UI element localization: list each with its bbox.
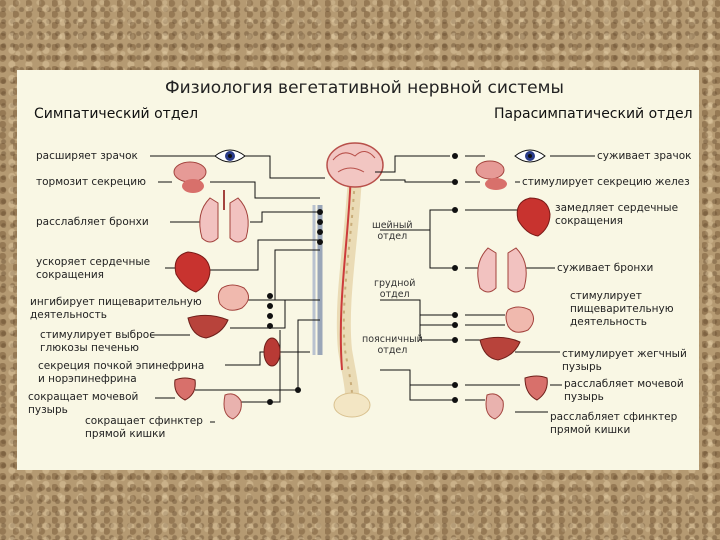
parasympathetic-effect: стимулирует жегчный пузырь [562, 348, 687, 373]
sympathetic-effect: стимулирует выброс глюкозы печенью [40, 329, 155, 354]
heart-icon [516, 197, 551, 237]
parasympathetic-effect: расслабляет мочевой пузырь [564, 378, 684, 403]
parasympathetic-effect: суживает зрачок [597, 150, 692, 162]
heart-icon [174, 251, 211, 293]
sympathetic-effect: сокращает сфинктер прямой кишки [85, 415, 203, 440]
sympathetic-effect: сокращает мочевой пузырь [28, 391, 139, 416]
sympathetic-heading: Симпатический отдел [34, 106, 199, 122]
sympathetic-effect: расслабляет бронхи [36, 216, 149, 228]
brain-icon [326, 142, 384, 188]
eye-icon [514, 149, 546, 163]
lungs-icon [477, 247, 527, 293]
spine-region-label: грудной отдел [374, 278, 416, 300]
lungs-icon [199, 190, 249, 243]
stomach-icon [505, 306, 534, 333]
parasympathetic-effect: расслабляет сфинктер прямой кишки [550, 411, 678, 436]
eye-icon [214, 149, 246, 163]
sympathetic-effect: ингибирует пищеварительную деятельность [30, 296, 202, 321]
sympathetic-chain [312, 205, 323, 355]
kidney-icon [263, 337, 281, 367]
spine-region-label: поясничный отдел [362, 334, 423, 356]
salivary-gland-icon [475, 160, 507, 190]
sympathetic-effect: расширяет зрачок [36, 150, 138, 162]
spinal-cord-icon [333, 169, 371, 418]
sympathetic-effect: секреция почкой эпинефрина и норэпинефри… [38, 360, 205, 385]
rectum-icon [223, 393, 242, 420]
sympathetic-effect: тормозит секрецию [36, 176, 146, 188]
liver-icon [479, 336, 521, 361]
bladder-icon [524, 375, 548, 401]
liver-icon [187, 314, 229, 339]
parasympathetic-heading: Парасимпатический отдел [494, 106, 693, 122]
parasympathetic-effect: замедляет сердечные сокращения [555, 202, 679, 227]
parasympathetic-effect: стимулирует секрецию желез [522, 176, 690, 188]
bladder-icon [174, 377, 196, 401]
salivary-gland-icon [173, 161, 207, 193]
sympathetic-effect: ускоряет сердечные сокращения [36, 256, 151, 281]
rectum-icon [485, 393, 504, 420]
spine-region-label: шейный отдел [372, 220, 413, 242]
parasympathetic-effect: стимулирует пищеварительную деятельность [570, 290, 674, 328]
page-title: Физиология вегетативной нервной системы [165, 78, 564, 98]
stomach-icon [217, 284, 249, 311]
parasympathetic-effect: суживает бронхи [557, 262, 654, 274]
